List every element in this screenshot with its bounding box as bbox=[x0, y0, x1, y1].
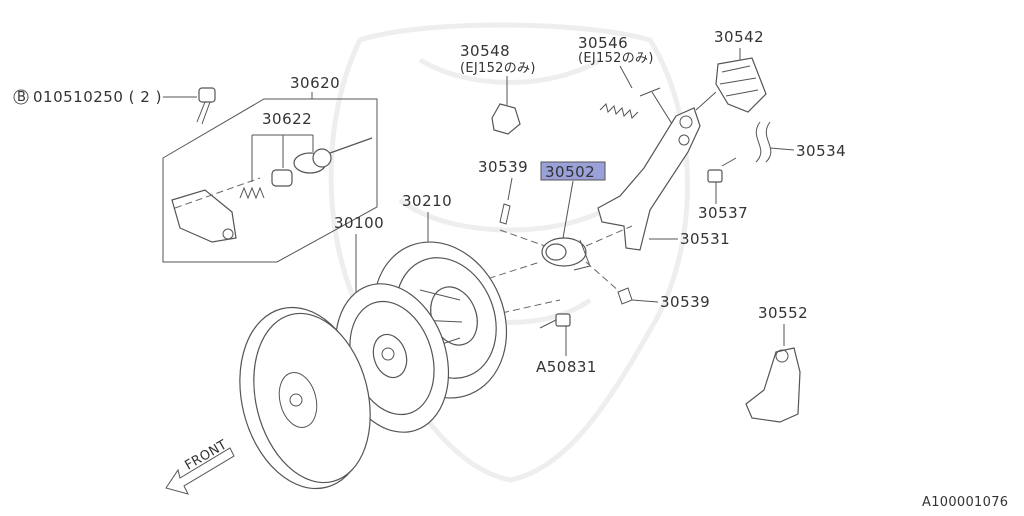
part-number-30537: 30537 bbox=[698, 204, 748, 222]
part-number-30534: 30534 bbox=[796, 142, 846, 160]
part-number-30100: 30100 bbox=[334, 214, 384, 232]
pivot-30546[interactable]: 30546 (EJ152のみ) bbox=[578, 34, 673, 125]
nipple-30537[interactable]: 30537 bbox=[698, 157, 748, 222]
part-number-30502: 30502 bbox=[545, 163, 595, 181]
part-number-30542: 30542 bbox=[714, 28, 764, 46]
bracket-30552[interactable]: 30552 bbox=[745, 304, 808, 423]
release-fork-30531[interactable]: 30531 bbox=[597, 107, 730, 251]
release-bearing-30502[interactable]: 30502 bbox=[540, 161, 606, 271]
part-number-A50831: A50831 bbox=[536, 358, 597, 376]
diagram-id: A100001076 bbox=[922, 495, 1008, 510]
bolt-spec-label: 010510250 ( 2 ) bbox=[33, 88, 162, 106]
part-note-30546: (EJ152のみ) bbox=[578, 51, 654, 66]
slave-cylinder-group: B 010510250 ( 2 ) 30620 30622 bbox=[13, 74, 378, 263]
part-number-30531: 30531 bbox=[680, 230, 730, 248]
part-number-30552: 30552 bbox=[758, 304, 808, 322]
part-number-30539-top: 30539 bbox=[478, 158, 528, 176]
part-number-30548: 30548 bbox=[460, 42, 510, 60]
highlight-box bbox=[540, 161, 606, 181]
part-number-30546: 30546 bbox=[578, 34, 628, 52]
bracket-30548[interactable]: 30548 (EJ152のみ) bbox=[460, 42, 536, 135]
cable-30534[interactable]: 30534 bbox=[755, 121, 846, 163]
clip-30539-top[interactable]: 30539 bbox=[478, 158, 528, 225]
part-number-30620[interactable]: 30620 bbox=[290, 74, 340, 92]
part-number-30622[interactable]: 30622 bbox=[262, 110, 312, 128]
front-label: FRONT bbox=[183, 438, 230, 474]
bolt-A50831[interactable]: A50831 bbox=[536, 313, 597, 376]
part-number-30539-bottom: 30539 bbox=[660, 293, 710, 311]
boot-30542[interactable]: 30542 bbox=[695, 28, 767, 113]
part-note-30548: (EJ152のみ) bbox=[460, 61, 536, 76]
bolt-part[interactable]: B 010510250 ( 2 ) bbox=[13, 87, 216, 125]
part-number-30210: 30210 bbox=[402, 192, 452, 210]
front-arrow-icon: FRONT bbox=[165, 438, 235, 495]
bolt-prefix-label: B bbox=[17, 90, 26, 105]
clip-30539-bottom[interactable]: 30539 bbox=[617, 287, 710, 311]
flywheel[interactable] bbox=[222, 294, 388, 503]
